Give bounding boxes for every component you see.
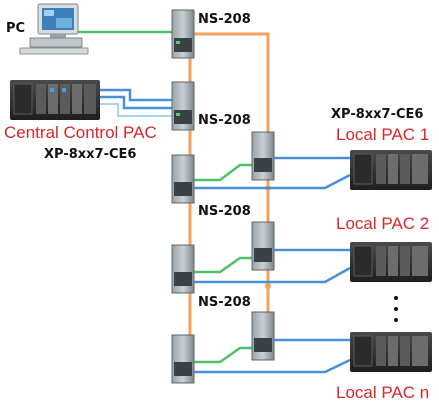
switch-col-left-5: [171, 334, 195, 384]
local-pac-2-device: [350, 242, 432, 282]
switch-col-mid-2: [251, 221, 275, 271]
switch-ns208-2: [171, 81, 195, 131]
local-pac-model: XP-8xx7-CE6: [331, 107, 424, 122]
switch-2-label: NS-208: [198, 113, 251, 128]
switch-4-label: NS-208: [198, 295, 251, 310]
local-pac-1-label: Local PAC 1: [336, 125, 430, 144]
central-cables: [98, 88, 180, 117]
local-pac-1-device: [350, 150, 432, 190]
switch-ns208-1: [171, 9, 195, 59]
local-pac-n-device: [350, 332, 432, 372]
switch-1-label: NS-208: [198, 12, 251, 27]
local-pac-2-label: Local PAC 2: [336, 214, 430, 233]
switch-col-left-4: [171, 244, 195, 294]
central-pac-model: XP-8xx7-CE6: [44, 147, 137, 162]
switch-col-mid-3: [251, 311, 275, 361]
local-pac-n-label: Local PAC n: [336, 383, 430, 402]
ellipsis-dots: [392, 296, 400, 329]
switch-col-left-3: [171, 154, 195, 204]
pc-label: PC: [6, 21, 26, 36]
central-pac-device: [10, 80, 100, 120]
switch-3-label: NS-208: [198, 204, 251, 219]
pc-icon: [19, 3, 89, 55]
switch-col-mid-1: [251, 131, 275, 181]
central-pac-label: Central Control PAC: [4, 123, 157, 142]
